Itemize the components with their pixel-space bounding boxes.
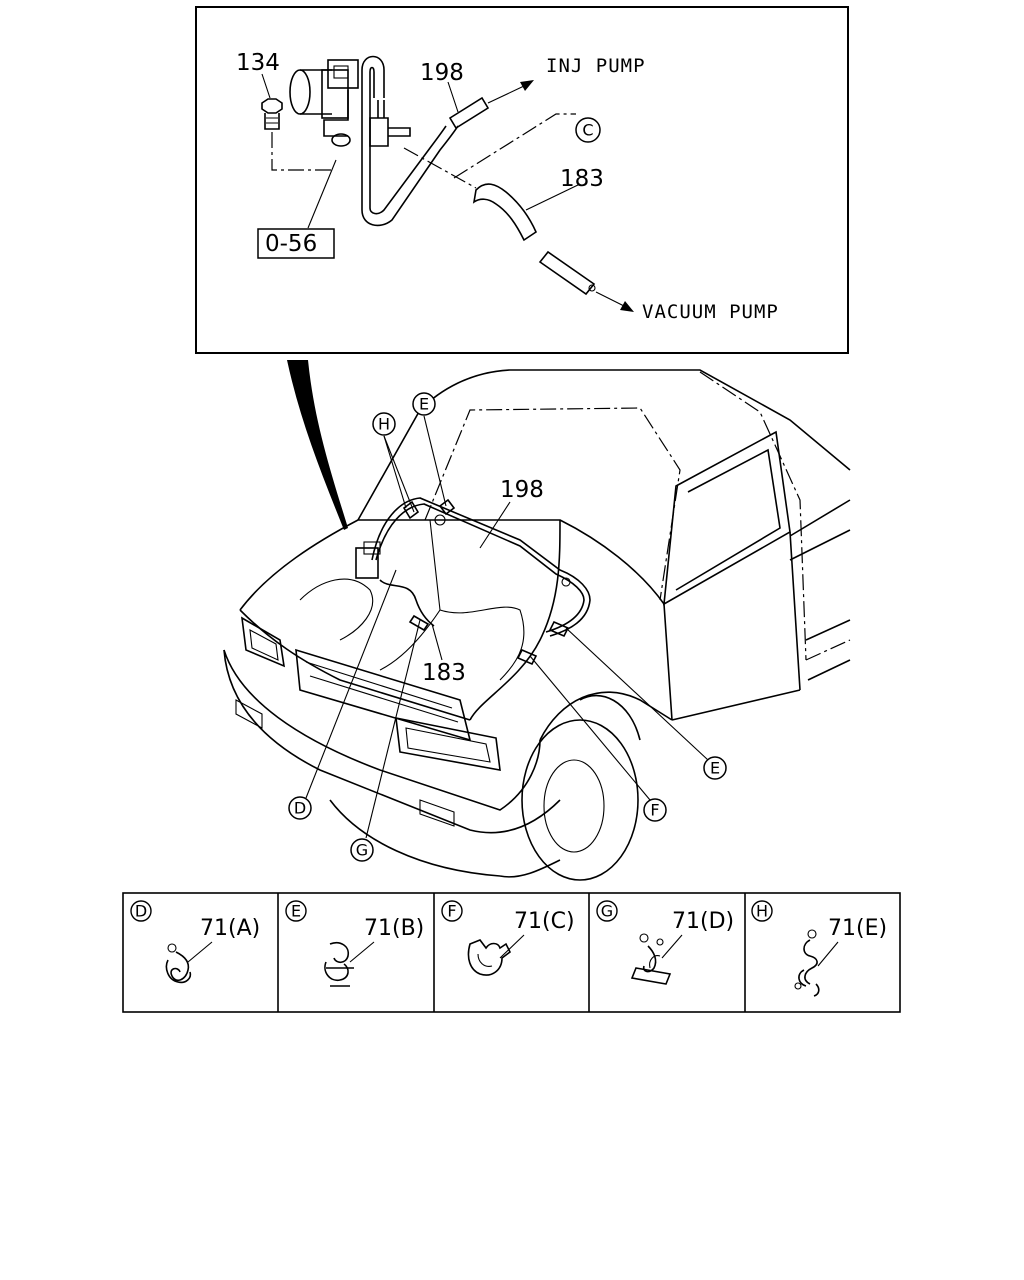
detail-frame	[195, 6, 849, 354]
ref-c-line	[453, 113, 576, 179]
clip-71d-icon	[630, 933, 672, 985]
ref-g-circle	[350, 838, 374, 862]
clip-cell-d: D 71(A)	[130, 900, 260, 984]
clip-table: D 71(A) E 71(B) F 71(C)	[122, 892, 901, 1013]
clip-71c-icon	[467, 939, 512, 976]
leader-134	[261, 73, 271, 99]
ref-h-text: H	[378, 415, 390, 434]
label-vacuum-pump: VACUUM PUMP	[642, 301, 779, 323]
label-198-detail: 198	[420, 60, 464, 86]
valve-assembly-icon	[289, 59, 411, 147]
clip-label-71b: 71(B)	[364, 916, 424, 941]
clip-ref-g: G	[601, 902, 613, 921]
ref-d-circle	[288, 796, 312, 820]
ref-f-text: F	[650, 801, 659, 820]
ref-d-text: D	[294, 799, 306, 818]
clip-label-71a: 71(A)	[200, 916, 260, 941]
leader-198-detail	[447, 81, 459, 113]
clip-table-frame	[122, 892, 901, 1013]
ref-e-top-text: E	[419, 395, 429, 414]
leader-h-a	[383, 435, 407, 509]
u-hose-icon	[361, 55, 459, 227]
clip-ref-e: E	[291, 902, 301, 921]
clip-ref-h-circle	[751, 900, 773, 922]
clip-ref-h: H	[756, 902, 768, 921]
clip-ref-e-circle	[285, 900, 307, 922]
ref-c-text: C	[582, 121, 593, 140]
ref-e-right-text: E	[710, 759, 720, 778]
label-198-main: 198	[500, 477, 544, 503]
leader-d	[305, 569, 397, 799]
leader-e-right	[565, 627, 709, 761]
clip-ref-d: D	[135, 902, 147, 921]
ref-e-right-circle	[703, 756, 727, 780]
label-134: 134	[236, 50, 280, 76]
ref-box-0-56-text: 0-56	[265, 231, 317, 257]
clip-ref-f-circle	[441, 900, 463, 922]
clip-label-71d: 71(D)	[672, 909, 734, 934]
clip-71b-icon	[324, 941, 354, 987]
clip-71a-icon	[165, 943, 192, 984]
leader-183-main	[431, 623, 443, 661]
ref-f-circle	[643, 798, 667, 822]
clip-marks	[402, 498, 570, 666]
clip-71e-icon	[794, 929, 820, 997]
clip-cell-g: G 71(D)	[596, 900, 734, 985]
bolt-134-icon	[261, 98, 332, 171]
leader-183-detail	[525, 183, 581, 211]
leader-e-top	[423, 415, 447, 507]
label-183-main: 183	[422, 660, 466, 686]
leader-0-56	[307, 159, 337, 229]
leader-f	[529, 655, 651, 801]
ref-c-circle	[575, 117, 601, 143]
detail-pointer	[287, 360, 348, 530]
clip-cell-e: E 71(B)	[285, 900, 424, 987]
leader-h-b	[383, 435, 415, 513]
clip-ref-d-circle	[130, 900, 152, 922]
hose-198-detail-icon	[448, 80, 534, 130]
ref-h-circle	[372, 412, 396, 436]
hose-183-detail-icon	[403, 147, 634, 312]
hose-routing	[355, 497, 591, 637]
ref-box-0-56	[257, 228, 335, 259]
leader-g	[365, 619, 421, 839]
clip-ref-f: F	[447, 902, 456, 921]
label-inj-pump: INJ PUMP	[546, 55, 646, 77]
label-183-detail: 183	[560, 166, 604, 192]
clip-cell-h: H 71(E)	[751, 900, 887, 997]
leader-198-main	[479, 501, 511, 549]
detail-inset: 134 198 INJ PUMP C	[195, 6, 849, 354]
clip-cell-f: F 71(C)	[441, 900, 575, 976]
clip-label-71e: 71(E)	[828, 916, 887, 941]
ref-e-top-circle	[412, 392, 436, 416]
clip-ref-g-circle	[596, 900, 618, 922]
clip-label-71c: 71(C)	[514, 909, 575, 934]
ref-g-text: G	[356, 841, 368, 860]
